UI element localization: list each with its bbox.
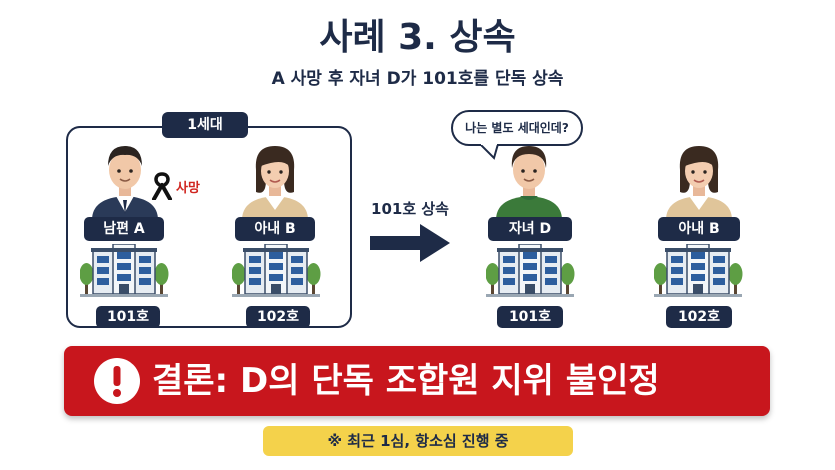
conclusion-text: 결론: D의 단독 조합원 지위 불인정 xyxy=(152,361,660,401)
wife-avatar-icon xyxy=(242,146,308,220)
apartment-building-icon xyxy=(80,244,170,298)
death-label: 사망 xyxy=(176,181,200,196)
person-label-husband-a: 남편 A xyxy=(84,217,164,241)
child-avatar-icon xyxy=(496,146,562,220)
right-arrow-icon xyxy=(370,224,450,262)
unit-label-102: 102호 xyxy=(246,306,310,328)
page-title: 사례 3. 상속 xyxy=(319,17,516,58)
page-subtitle: A 사망 후 자녀 D가 101호를 단독 상속 xyxy=(271,69,564,89)
person-label-wife-b-right: 아내 B xyxy=(658,217,740,241)
conclusion-banner xyxy=(64,346,770,416)
status-note: ※ 최근 1심, 항소심 진행 중 xyxy=(263,426,573,456)
generation-label: 1세대 xyxy=(162,112,248,138)
person-label-child-d: 자녀 D xyxy=(488,217,572,241)
mourning-ribbon-icon xyxy=(152,172,172,200)
unit-label-101: 101호 xyxy=(96,306,160,328)
transfer-label: 101호 상속 xyxy=(371,200,449,218)
person-label-wife-b: 아내 B xyxy=(235,217,315,241)
apartment-building-icon xyxy=(654,244,744,298)
apartment-building-icon xyxy=(232,244,322,298)
husband-avatar-icon xyxy=(92,146,158,220)
apartment-building-icon xyxy=(486,244,576,298)
unit-label-102-right: 102호 xyxy=(666,306,732,328)
unit-label-101-right: 101호 xyxy=(497,306,563,328)
speech-bubble: 나는 별도 세대인데? xyxy=(451,110,583,146)
exclamation-icon xyxy=(94,358,140,404)
speech-bubble-tail xyxy=(478,144,500,160)
wife-avatar-icon xyxy=(666,146,732,220)
